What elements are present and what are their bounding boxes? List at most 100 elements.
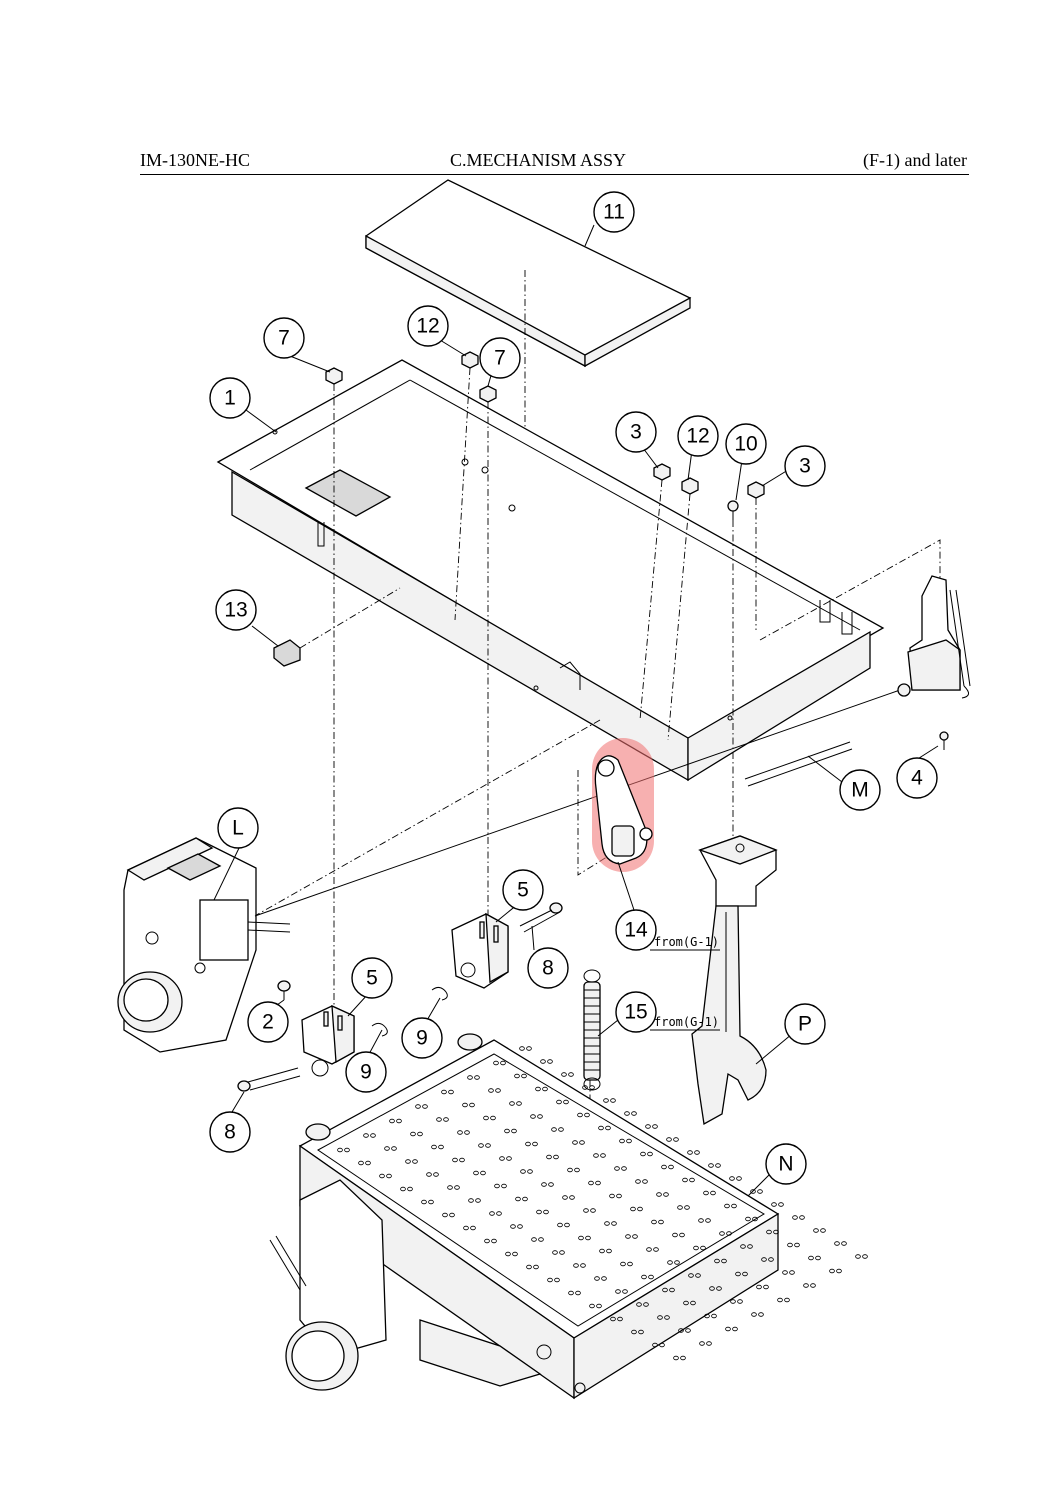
tray-hole bbox=[358, 1160, 364, 1166]
tray-hole bbox=[538, 1237, 544, 1242]
callout-1: 1 bbox=[209, 377, 251, 419]
tray-hole bbox=[708, 1163, 714, 1168]
tray-hole bbox=[841, 1241, 847, 1246]
tray-hole bbox=[379, 1173, 385, 1179]
tray-hole bbox=[510, 1224, 516, 1229]
svg-text:11: 11 bbox=[603, 201, 625, 224]
model-number: IM-130NE-HC bbox=[140, 150, 250, 170]
tray-hole bbox=[652, 1342, 658, 1348]
tray-hole bbox=[584, 1112, 590, 1118]
tray-hole bbox=[488, 1088, 494, 1093]
tray-hole bbox=[483, 1115, 489, 1121]
tray-hole bbox=[635, 1179, 641, 1184]
tray-hole bbox=[438, 1144, 444, 1150]
tray-hole bbox=[705, 1218, 711, 1223]
tray-hole bbox=[685, 1328, 691, 1333]
tray-hole bbox=[499, 1156, 505, 1161]
tray-hole bbox=[391, 1146, 397, 1151]
tray-hole bbox=[725, 1326, 731, 1332]
tray-hole bbox=[667, 1260, 673, 1265]
shaft bbox=[247, 921, 291, 925]
tray-hole bbox=[567, 1167, 573, 1173]
tray-hole bbox=[400, 1186, 406, 1192]
tray-hole bbox=[568, 1290, 574, 1296]
tray-hole bbox=[620, 1261, 626, 1267]
tray-hole bbox=[532, 1141, 538, 1147]
tray-hole bbox=[489, 1211, 495, 1216]
tray-hole bbox=[862, 1254, 868, 1259]
tray-hole bbox=[641, 1274, 647, 1280]
tray-hole bbox=[673, 1355, 679, 1361]
tray-hole bbox=[757, 1189, 763, 1194]
tray-hole bbox=[690, 1300, 696, 1306]
tray-hole bbox=[799, 1215, 805, 1220]
tray-hole bbox=[595, 1180, 601, 1186]
part-2-screw bbox=[277, 980, 291, 1000]
tray-hole bbox=[810, 1283, 816, 1288]
tray-hole bbox=[735, 1271, 741, 1277]
tray-hole bbox=[604, 1221, 610, 1226]
tray-hole bbox=[661, 1164, 667, 1170]
tray-hole bbox=[778, 1202, 784, 1207]
tray-hole bbox=[467, 1075, 473, 1080]
callout-P: P bbox=[784, 1003, 826, 1045]
callout-7-right: 7 bbox=[479, 337, 521, 379]
tray-hole bbox=[496, 1211, 502, 1216]
tray-hole bbox=[417, 1131, 423, 1137]
tray-hole bbox=[396, 1118, 402, 1124]
part-9-clip-b bbox=[371, 1022, 388, 1037]
tray-hole bbox=[522, 1196, 528, 1202]
tray-hole bbox=[412, 1159, 418, 1164]
callout-5-bottom: 5 bbox=[351, 957, 393, 999]
tray-hole bbox=[792, 1215, 798, 1220]
part-9-clip-a bbox=[431, 986, 448, 1001]
tray-hole bbox=[564, 1222, 570, 1228]
tray-hole bbox=[517, 1224, 523, 1229]
tray-hole bbox=[619, 1138, 625, 1144]
callout-10: 10 bbox=[725, 423, 767, 465]
tray-hole bbox=[632, 1234, 638, 1239]
tray-hole bbox=[736, 1176, 742, 1181]
tray-hole bbox=[422, 1104, 428, 1109]
tray-hole bbox=[716, 1286, 722, 1291]
tray-hole bbox=[521, 1073, 527, 1079]
callout-M: M bbox=[839, 769, 881, 811]
tray-hole bbox=[803, 1283, 809, 1288]
tray-hole bbox=[495, 1088, 501, 1093]
tray-hole bbox=[590, 1208, 596, 1213]
tray-hole bbox=[666, 1137, 672, 1142]
tray-hole bbox=[474, 1075, 480, 1080]
svg-text:9: 9 bbox=[360, 1061, 372, 1084]
tray-hole bbox=[554, 1277, 560, 1283]
tray-hole bbox=[596, 1303, 602, 1309]
tray-hole bbox=[648, 1274, 654, 1280]
part-P-linkage bbox=[691, 835, 778, 1126]
tray-hole bbox=[512, 1251, 518, 1257]
tray-hole bbox=[525, 1141, 531, 1147]
tray-hole bbox=[679, 1232, 685, 1238]
tray-hole bbox=[715, 1163, 721, 1168]
tray-hole bbox=[574, 1167, 580, 1173]
tray-hole bbox=[653, 1247, 659, 1252]
part-M-shaft bbox=[254, 689, 901, 917]
tray-hole bbox=[710, 1190, 716, 1196]
svg-text:12: 12 bbox=[416, 315, 439, 338]
tray-hole bbox=[609, 1193, 615, 1199]
tray-hole bbox=[664, 1315, 670, 1320]
tray-hole bbox=[559, 1250, 565, 1255]
tray-hole bbox=[589, 1303, 595, 1309]
tray-hole bbox=[533, 1264, 539, 1270]
tray-hole bbox=[656, 1192, 662, 1197]
tray-hole bbox=[761, 1257, 767, 1262]
tray-hole bbox=[526, 1264, 532, 1270]
tray-hole bbox=[365, 1160, 371, 1166]
tray-hole bbox=[709, 1286, 715, 1291]
part-L-motor-assy bbox=[117, 837, 257, 1053]
tray-hole bbox=[541, 1182, 547, 1187]
callout-9-left: 9 bbox=[345, 1051, 387, 1093]
tray-hole bbox=[659, 1342, 665, 1348]
tray-hole bbox=[773, 1229, 779, 1235]
tray-hole bbox=[459, 1157, 465, 1163]
callout-15: 15 bbox=[615, 991, 657, 1033]
part-8-pin-b bbox=[237, 1067, 301, 1092]
